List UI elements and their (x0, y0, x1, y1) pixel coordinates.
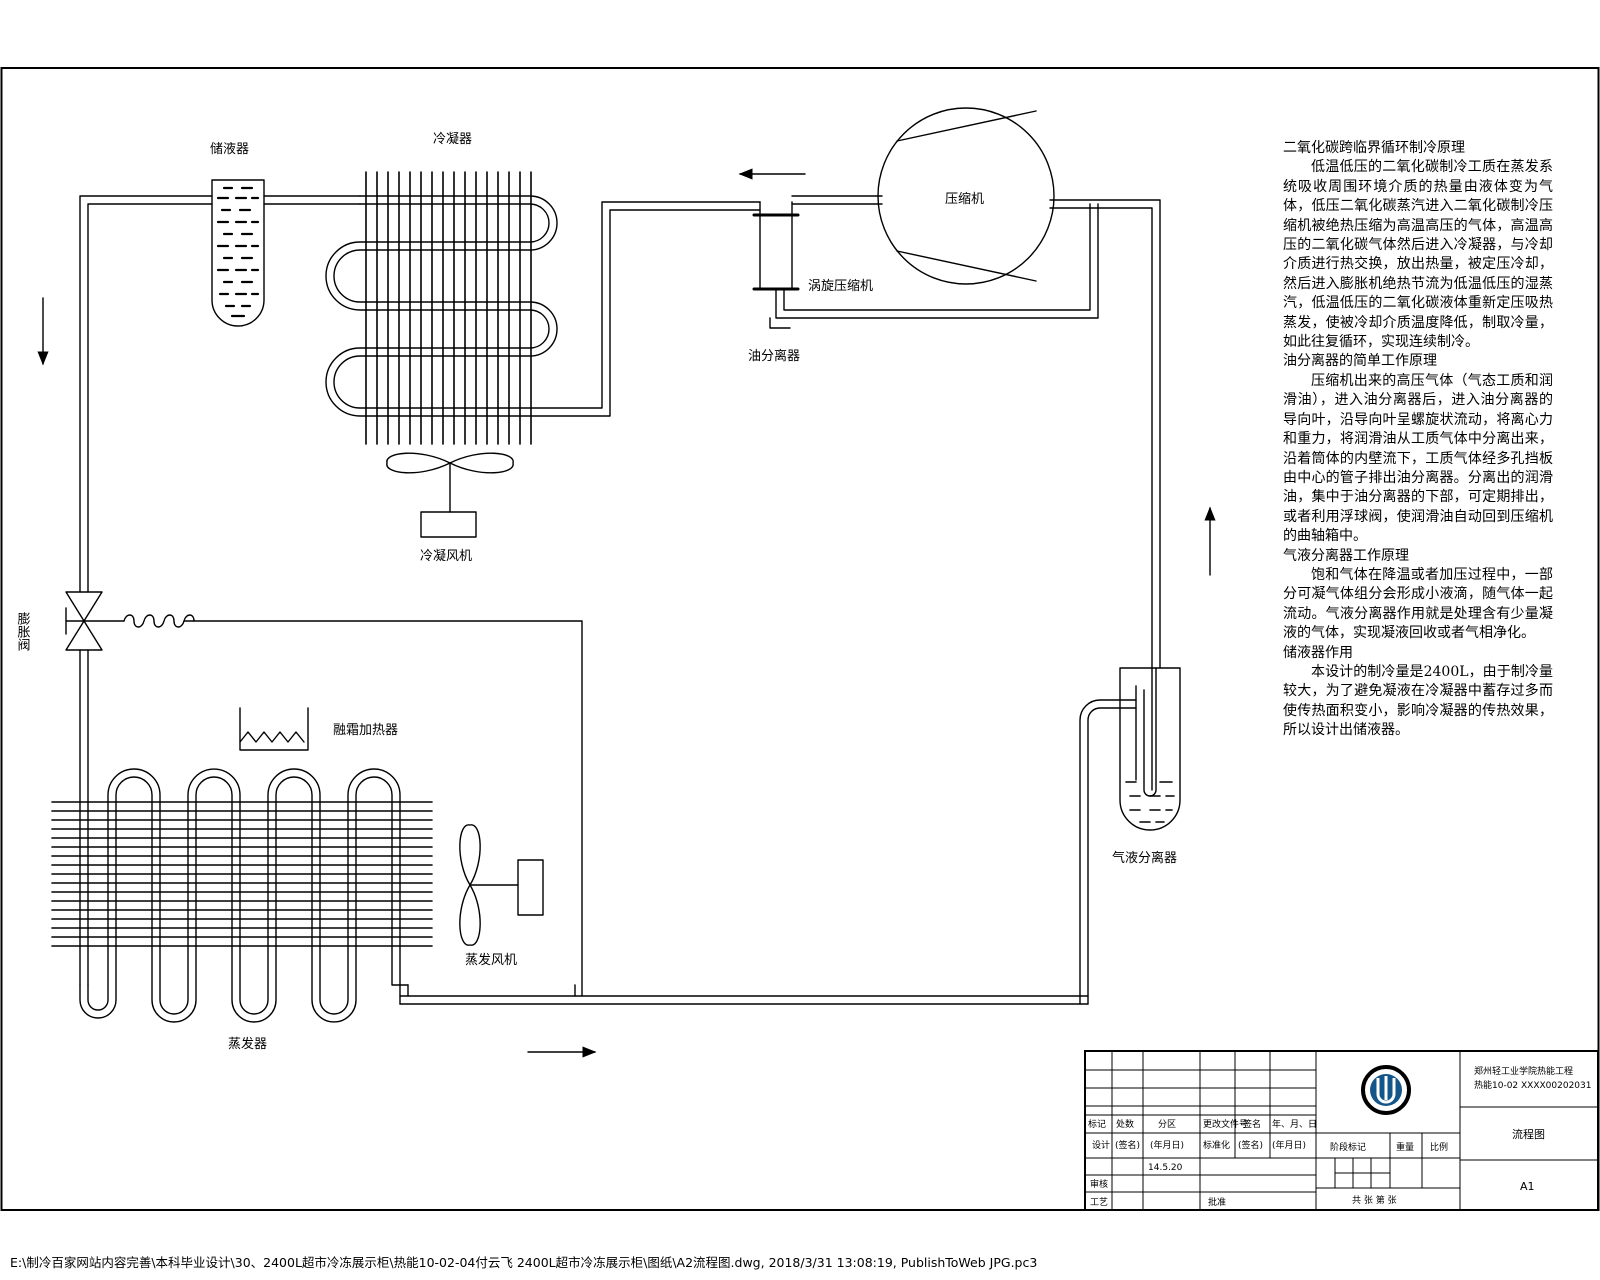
evaporator-fan (459, 824, 544, 946)
label-defrost-heater: 融霜加热器 (333, 723, 398, 738)
tb-design: 设计 (1092, 1139, 1110, 1151)
defrost-heater-symbol (239, 707, 309, 751)
evaporator-coil (51, 768, 433, 1023)
left-liquid-pipe (79, 195, 213, 986)
note-heading: 气液分离器工作原理 (1283, 547, 1409, 564)
tb-standard-date: (年月日) (1272, 1139, 1306, 1151)
drawing-border (0, 67, 1600, 1211)
tb-header-date: 年、月、日 (1272, 1118, 1317, 1130)
note-paragraph: 本设计的制冷量是2400L，由于制冷量较大，为了避免凝液在冷凝器中蓄存过多而使传… (1283, 663, 1553, 739)
tb-header-mark: 标记 (1088, 1118, 1106, 1130)
tb-process: 工艺 (1090, 1197, 1108, 1208)
tb-design-sign: (签名) (1115, 1139, 1140, 1151)
file-path-footer: E:\制冷百家网站内容完善\本科毕业设计\30、2400L超市冷冻展示柜\热能1… (10, 1255, 1038, 1270)
expansion-valve-symbol (65, 591, 583, 997)
tb-scale: 比例 (1430, 1141, 1448, 1153)
tb-stage-mark: 阶段标记 (1330, 1141, 1366, 1153)
label-expansion-valve: 膨胀阀 (15, 612, 31, 651)
design-notes-panel: 二氧化碳跨临界循环制冷原理低温低压的二氧化碳制冷工质在蒸发系统吸收周围环境介质的… (1283, 139, 1553, 741)
compressor-symbol (877, 107, 1055, 285)
tb-reviewer: 审核 (1090, 1178, 1108, 1190)
label-gas-liquid-separator: 气液分离器 (1112, 850, 1177, 866)
tb-sheets: 共 张 第 张 (1352, 1194, 1397, 1206)
label-receiver: 储液器 (210, 142, 249, 157)
note-paragraph: 压缩机出来的高压气体（气态工质和润滑油），进入油分离器后，进入油分离器的导向叶，… (1283, 372, 1553, 545)
tb-header-sign: 签名 (1243, 1118, 1261, 1130)
tb-design-date: (年月日) (1150, 1139, 1184, 1151)
oil-separator (752, 201, 1099, 329)
condenser-coil (325, 171, 761, 445)
note-heading: 油分离器的简单工作原理 (1283, 353, 1437, 370)
condenser-fan (386, 452, 514, 538)
label-compressor: 压缩机 (945, 191, 984, 207)
tb-weight: 重量 (1396, 1141, 1414, 1153)
university-logo (1361, 1065, 1411, 1115)
tb-drawing-title: 流程图 (1512, 1127, 1545, 1141)
note-paragraph: 饱和气体在降温或者加压过程中，一部分可凝气体组分会形成小液滴，随气体一起流动。气… (1283, 566, 1553, 642)
note-heading: 二氧化碳跨临界循环制冷原理 (1283, 140, 1465, 156)
tb-header-changefile: 更改文件号 (1203, 1118, 1248, 1130)
label-scroll-compressor: 涡旋压缩机 (808, 278, 873, 294)
receiver-vessel (211, 179, 265, 327)
title-block (1084, 1050, 1599, 1211)
note-paragraph: 低温低压的二氧化碳制冷工质在蒸发系统吸收周围环境介质的热量由液体变为气体，低压二… (1283, 159, 1553, 351)
tb-date-value: 14.5.20 (1148, 1163, 1183, 1173)
tb-company-line2: 热能10-02 XXXX00202031 (1474, 1079, 1591, 1091)
note-heading: 储液器作用 (1283, 644, 1353, 661)
tb-company-line1: 郑州轻工业学院热能工程 (1474, 1065, 1573, 1077)
gas-liquid-separator (1079, 667, 1181, 1005)
label-evaporator-fan: 蒸发风机 (465, 952, 517, 968)
tb-standard-sign: (签名) (1238, 1139, 1263, 1151)
label-condenser: 冷凝器 (433, 131, 472, 147)
tb-approve: 批准 (1208, 1196, 1226, 1208)
label-oil-separator: 油分离器 (748, 348, 800, 364)
tb-sheet-size: A1 (1520, 1180, 1535, 1193)
tb-standardization: 标准化 (1203, 1139, 1230, 1151)
label-condenser-fan: 冷凝风机 (420, 548, 472, 564)
tb-header-zone: 分区 (1158, 1119, 1176, 1130)
tb-header-count: 处数 (1116, 1118, 1134, 1130)
label-evaporator: 蒸发器 (228, 1036, 267, 1052)
